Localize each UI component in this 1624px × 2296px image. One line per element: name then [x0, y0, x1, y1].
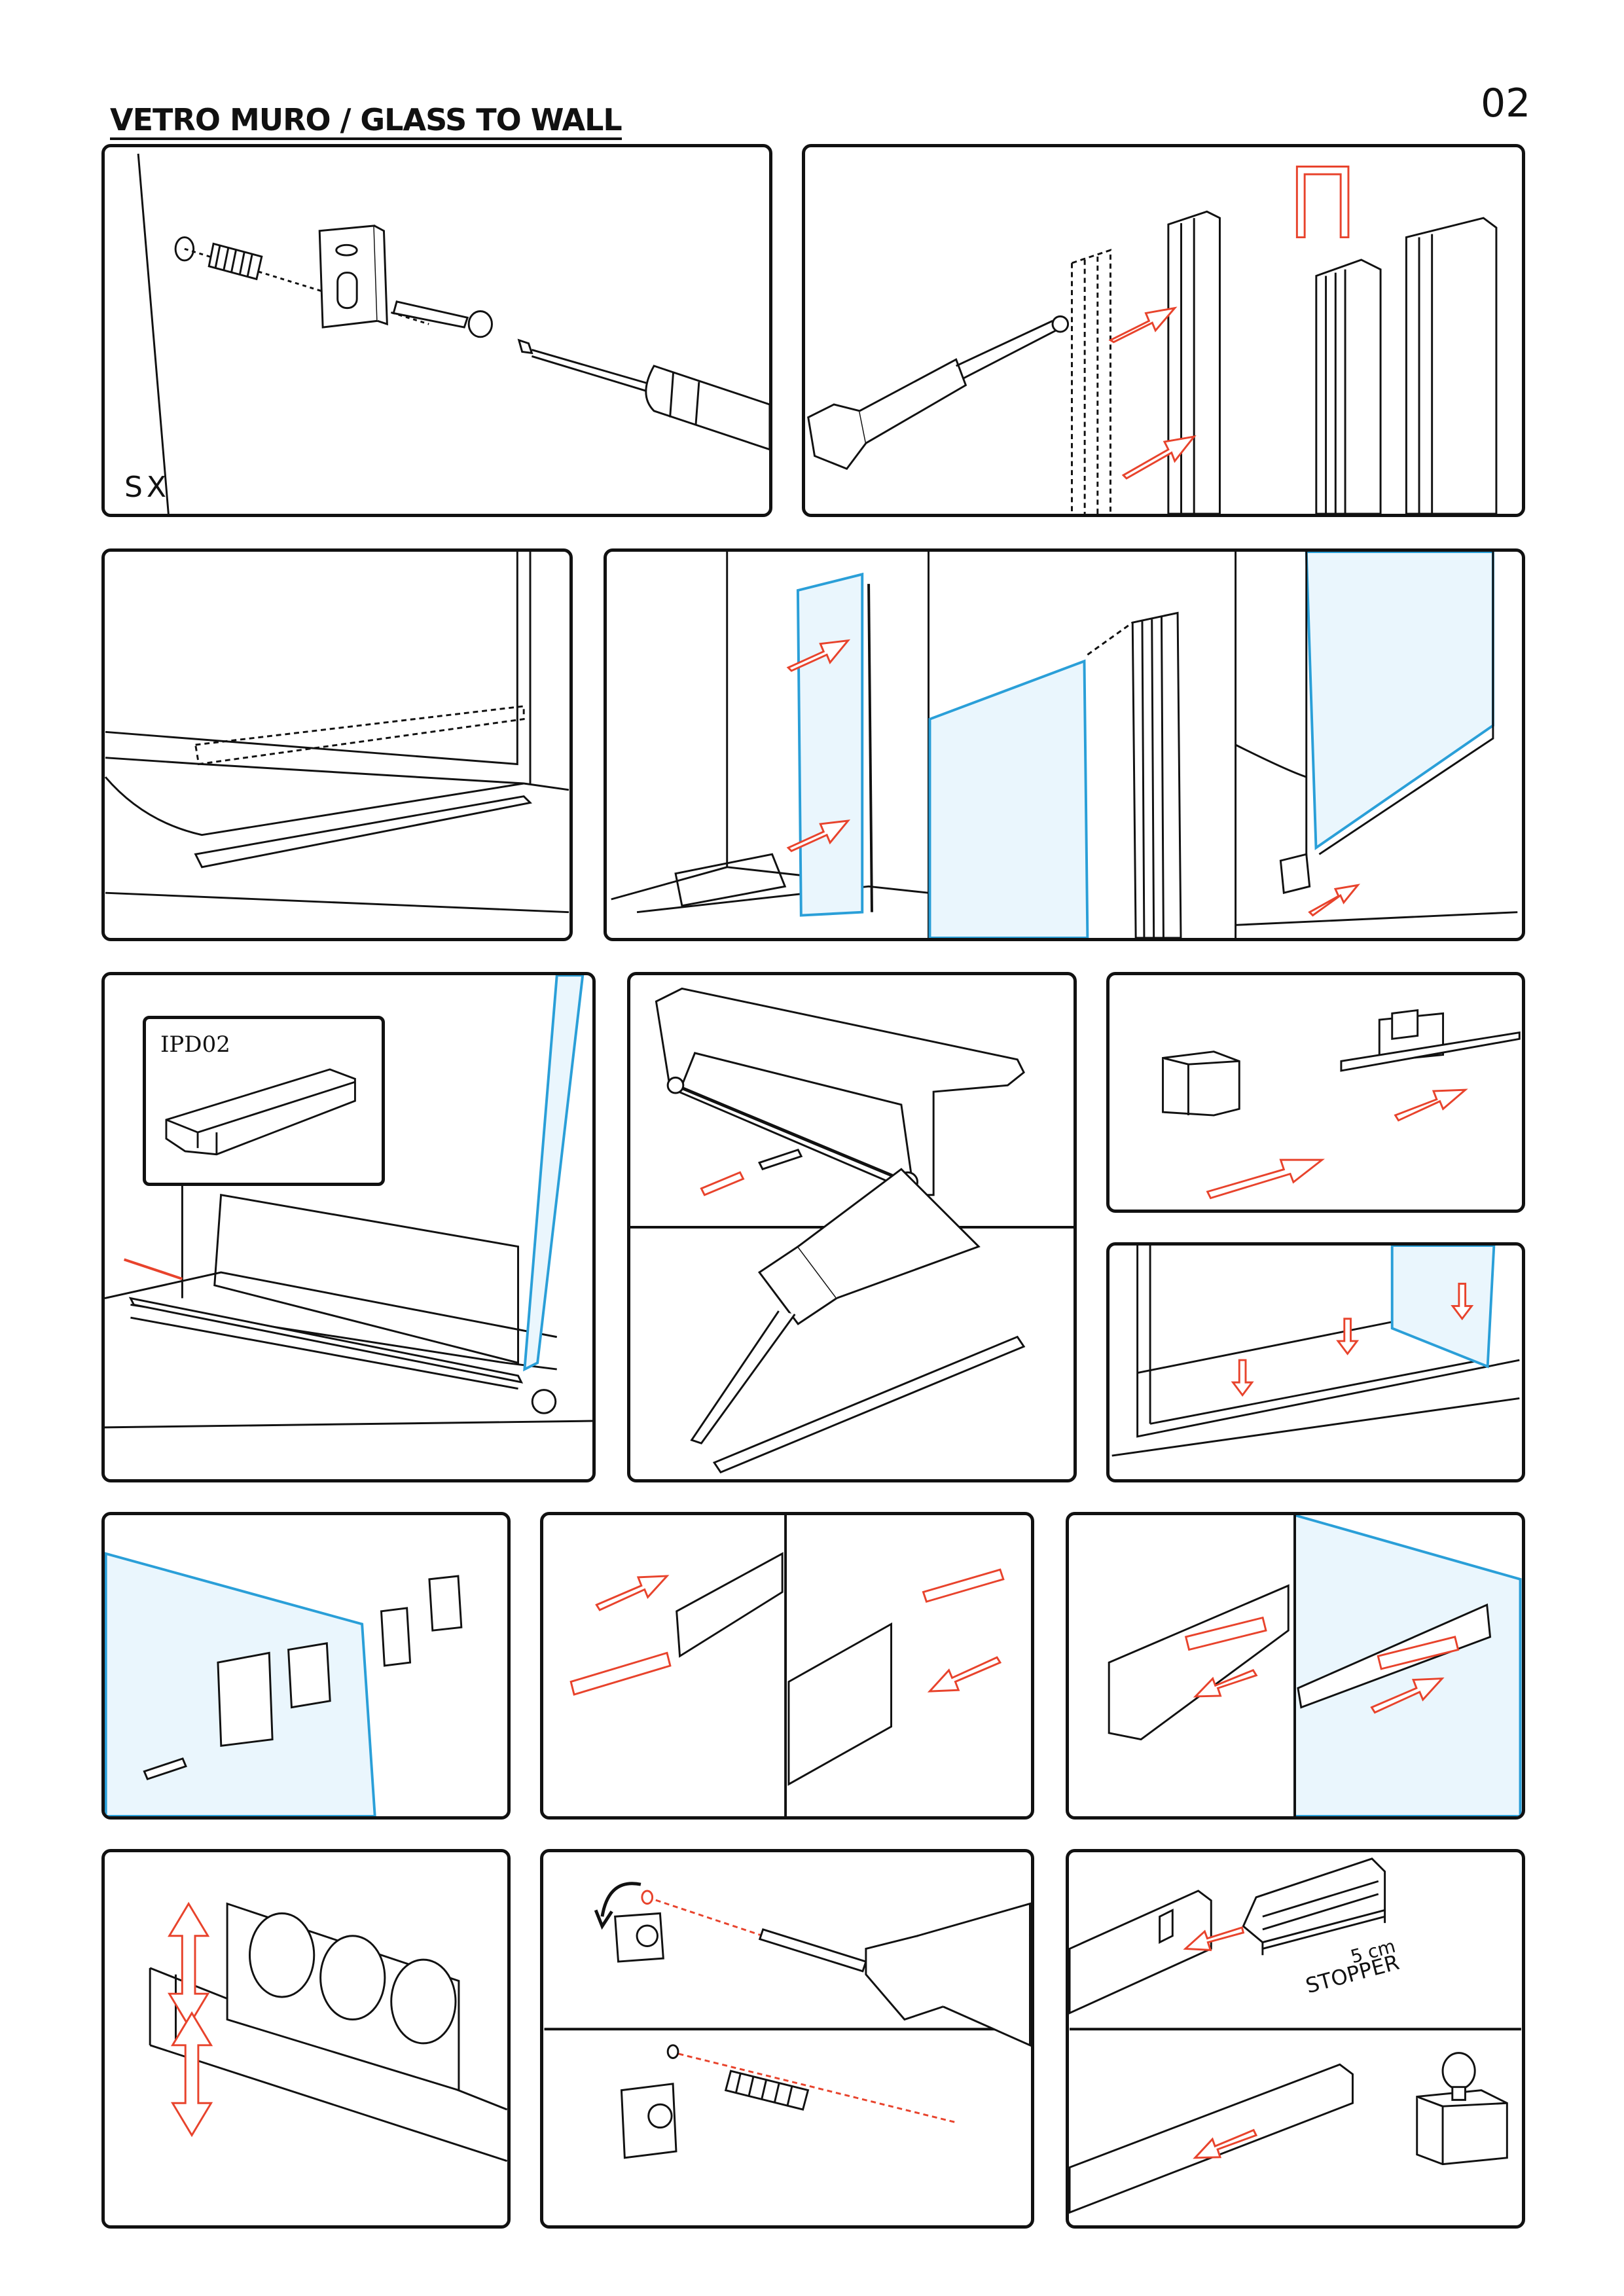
- step-panel-level-check: [101, 1849, 511, 2229]
- seal-profile-illustration: [105, 975, 592, 1429]
- bracket-icon: [1184, 1616, 1460, 1670]
- page-title: VETRO MURO / GLASS TO WALL: [110, 105, 623, 140]
- profile-icon: [1069, 1857, 1386, 2214]
- profile-icon: [165, 1068, 356, 1156]
- bracket-icon: [217, 1575, 463, 1747]
- step-panel-floor-profile: [101, 548, 573, 941]
- arrow-icon: [1183, 1926, 1258, 2159]
- cut-and-seal-illustration: [630, 987, 1074, 1474]
- silicone-gun-icon: [690, 1168, 981, 1444]
- arrow-icon: [1231, 1282, 1474, 1397]
- profile-icon: [1315, 217, 1498, 514]
- profile-icon: [128, 1297, 524, 1384]
- glass-clamp-illustration: [105, 1552, 463, 1816]
- step-panel-wall-bracket: SX: [101, 144, 772, 517]
- wall-profile-illustration: [807, 166, 1498, 514]
- step-panel-drill-wall: [540, 1849, 1034, 2229]
- page-number: 02: [1481, 81, 1531, 126]
- arrow-icon: [786, 639, 851, 853]
- step-panel-glass-clamp: [101, 1512, 511, 1820]
- bracket-icon: [569, 1568, 1005, 1696]
- sliding-clips-illustration: [569, 1515, 1005, 1816]
- stopper-illustration: [1069, 1857, 1521, 2214]
- screw-icon: [531, 1389, 557, 1414]
- profile-icon: [712, 1335, 1026, 1474]
- step-panel-sliding-clips: [540, 1512, 1034, 1820]
- level-icon: [226, 1902, 460, 2092]
- screwdriver-icon: [807, 315, 1070, 471]
- bracket-icon: [318, 224, 388, 329]
- wall-plug-icon: [724, 2070, 810, 2111]
- level-check-illustration: [149, 1901, 507, 2162]
- floor-seal-illustration: [1111, 1246, 1520, 1457]
- bracket-icon: [1279, 853, 1311, 895]
- profile-icon: [1131, 611, 1182, 938]
- arrow-icon: [1206, 1088, 1468, 1200]
- drill-wall-illustration: [544, 1882, 1031, 2159]
- wall-plug-icon: [208, 242, 263, 281]
- rotate-arrow-icon: [594, 1882, 641, 1930]
- profile-icon: [758, 1148, 803, 1171]
- profile-icon: [1167, 210, 1221, 514]
- profile-code: IPD02: [160, 1031, 230, 1058]
- hacksaw-icon: [655, 987, 1025, 1196]
- screw-icon: [143, 1757, 187, 1781]
- step-panel-glass-insert: [604, 548, 1525, 941]
- step-panel-seal-profile: IPD02: [101, 972, 596, 1482]
- bracket-icon: [614, 1912, 664, 1963]
- glass-panel: [796, 572, 864, 917]
- arrow-icon: [1193, 1669, 1445, 1714]
- drill-icon: [758, 1902, 1031, 2047]
- profile-icon: [676, 1552, 893, 1786]
- side-marker: SX: [124, 471, 171, 504]
- profile-detail-box: IPD02: [143, 1016, 385, 1186]
- arrow-icon: [168, 1901, 213, 2138]
- arrow-icon: [1108, 306, 1197, 480]
- arrow-icon: [595, 1575, 1002, 1693]
- screw-icon: [392, 300, 493, 338]
- screwdriver-icon: [517, 338, 769, 451]
- step-panel-end-cap: [1106, 972, 1525, 1213]
- bracket-icon: [1162, 1009, 1521, 1117]
- step-panel-stopper: 5 cm STOPPER: [1066, 1849, 1525, 2229]
- bracket-icon: [1416, 2052, 1508, 2166]
- floor-profile-illustration: [105, 552, 569, 914]
- glass-insert-illustration: [611, 552, 1518, 938]
- step-panel-floor-seal: [1106, 1242, 1525, 1482]
- clamp-assembly-illustration: [1108, 1515, 1522, 1816]
- step-panel-cut-and-seal: [627, 972, 1077, 1482]
- profile-icon: [194, 795, 533, 869]
- step-panel-clamp-assembly: [1066, 1512, 1525, 1820]
- bracket-icon: [620, 2083, 677, 2159]
- wall-bracket-illustration: [137, 153, 769, 514]
- arrow-icon: [1308, 884, 1361, 917]
- step-panel-wall-profile: [802, 144, 1525, 517]
- end-cap-illustration: [1162, 1009, 1521, 1200]
